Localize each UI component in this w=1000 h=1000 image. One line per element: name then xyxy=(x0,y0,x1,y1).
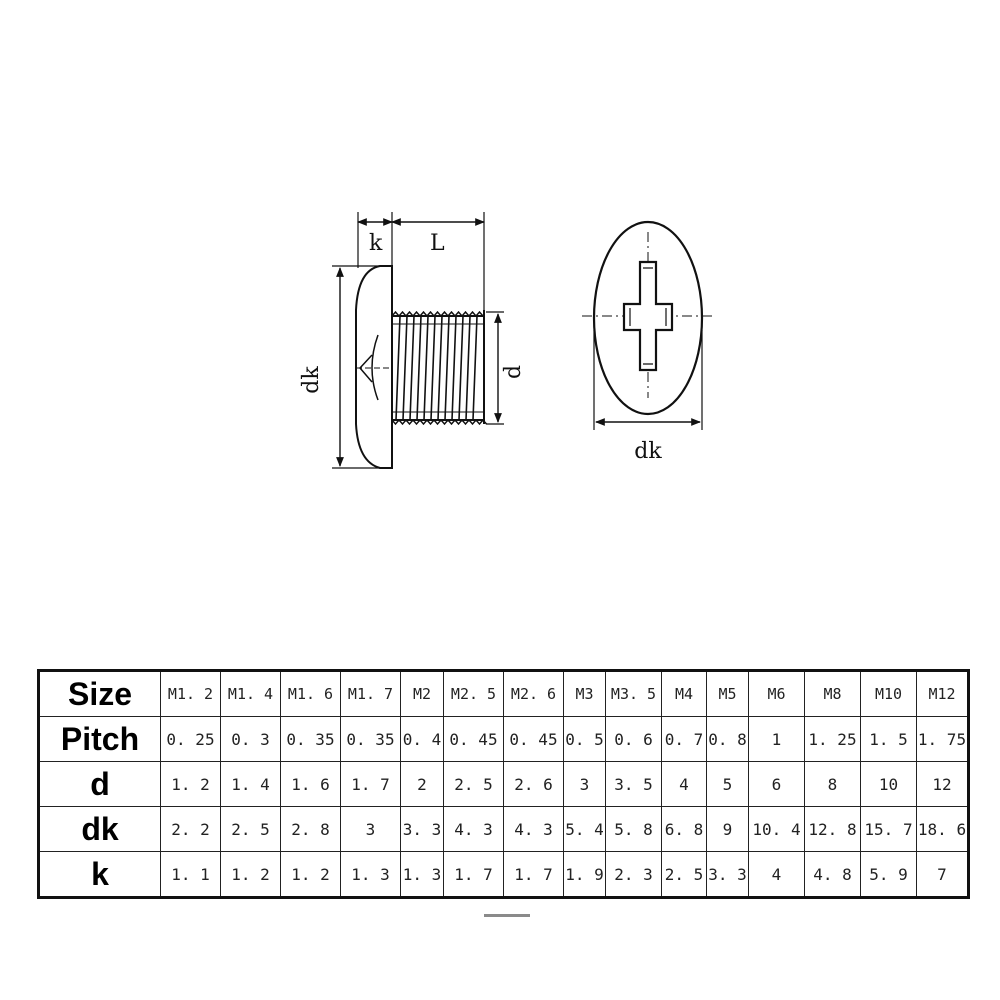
table-cell-dk: 2. 2 xyxy=(160,806,221,852)
table-cell-size: M3. 5 xyxy=(605,670,662,717)
table-cell-k: 1. 3 xyxy=(400,851,444,898)
table-cell-pitch: 0. 35 xyxy=(340,716,401,762)
row-header-k: k xyxy=(38,851,161,898)
table-cell-dk: 3. 3 xyxy=(400,806,444,852)
table-cell-k: 1. 1 xyxy=(160,851,221,898)
table-cell-dk: 2. 8 xyxy=(280,806,341,852)
table-cell-pitch: 0. 8 xyxy=(706,716,749,762)
table-cell-d: 5 xyxy=(706,761,749,807)
screw-head-outline xyxy=(355,265,393,469)
table-cell-size: M1. 7 xyxy=(340,670,401,717)
table-cell-dk: 12. 8 xyxy=(804,806,861,852)
table-cell-size: M12 xyxy=(916,670,969,717)
table-cell-size: M2. 5 xyxy=(443,670,504,717)
table-cell-pitch: 1. 5 xyxy=(860,716,917,762)
row-header-size: Size xyxy=(38,670,161,717)
table-cell-size: M8 xyxy=(804,670,861,717)
table-cell-d: 1. 4 xyxy=(220,761,281,807)
label-L: L xyxy=(430,231,445,256)
table-cell-size: M1. 4 xyxy=(220,670,281,717)
table-cell-pitch: 0. 45 xyxy=(443,716,504,762)
table-cell-dk: 5. 8 xyxy=(605,806,662,852)
screw-diagram: k L dk d dk xyxy=(299,212,712,469)
table-cell-pitch: 0. 7 xyxy=(661,716,707,762)
table-cell-d: 10 xyxy=(860,761,917,807)
table-cell-d: 3. 5 xyxy=(605,761,662,807)
table-cell-size: M1. 6 xyxy=(280,670,341,717)
table-cell-dk: 4. 3 xyxy=(443,806,504,852)
table-cell-dk: 3 xyxy=(340,806,401,852)
table-cell-size: M4 xyxy=(661,670,707,717)
table-cell-k: 1. 7 xyxy=(443,851,504,898)
table-cell-k: 1. 2 xyxy=(280,851,341,898)
table-cell-size: M2 xyxy=(400,670,444,717)
table-cell-d: 2 xyxy=(400,761,444,807)
table-cell-k: 1. 2 xyxy=(220,851,281,898)
table-cell-pitch: 1. 75 xyxy=(916,716,969,762)
thread-lines xyxy=(395,315,478,421)
table-cell-d: 3 xyxy=(563,761,606,807)
row-header-dk: dk xyxy=(38,806,161,852)
divider-mark xyxy=(484,914,530,917)
table-cell-d: 2. 5 xyxy=(443,761,504,807)
table-cell-size: M3 xyxy=(563,670,606,717)
table-cell-d: 4 xyxy=(661,761,707,807)
table-cell-k: 7 xyxy=(916,851,969,898)
label-k: k xyxy=(369,231,383,256)
table-cell-d: 8 xyxy=(804,761,861,807)
table-cell-size: M1. 2 xyxy=(160,670,221,717)
row-header-pitch: Pitch xyxy=(38,716,161,762)
table-cell-dk: 2. 5 xyxy=(220,806,281,852)
table-cell-d: 1. 6 xyxy=(280,761,341,807)
side-view xyxy=(332,212,504,469)
table-cell-dk: 15. 7 xyxy=(860,806,917,852)
table-cell-pitch: 0. 35 xyxy=(280,716,341,762)
table-cell-d: 6 xyxy=(748,761,805,807)
table-cell-dk: 6. 8 xyxy=(661,806,707,852)
table-cell-dk: 4. 3 xyxy=(503,806,564,852)
table-cell-d: 2. 6 xyxy=(503,761,564,807)
table-cell-pitch: 1 xyxy=(748,716,805,762)
table-cell-size: M6 xyxy=(748,670,805,717)
top-view xyxy=(582,220,712,430)
table-cell-k: 4 xyxy=(748,851,805,898)
table-cell-d: 12 xyxy=(916,761,969,807)
label-dk-top: dk xyxy=(634,439,662,464)
table-cell-dk: 10. 4 xyxy=(748,806,805,852)
table-cell-pitch: 0. 4 xyxy=(400,716,444,762)
table-cell-size: M10 xyxy=(860,670,917,717)
table-cell-k: 1. 9 xyxy=(563,851,606,898)
table-cell-pitch: 0. 25 xyxy=(160,716,221,762)
label-d: d xyxy=(501,365,526,379)
table-cell-dk: 9 xyxy=(706,806,749,852)
table-cell-pitch: 0. 5 xyxy=(563,716,606,762)
table-cell-size: M2. 6 xyxy=(503,670,564,717)
table-cell-pitch: 0. 3 xyxy=(220,716,281,762)
table-cell-pitch: 0. 6 xyxy=(605,716,662,762)
table-cell-k: 2. 3 xyxy=(605,851,662,898)
table-cell-d: 1. 2 xyxy=(160,761,221,807)
table-cell-k: 2. 5 xyxy=(661,851,707,898)
row-header-d: d xyxy=(38,761,161,807)
table-cell-k: 3. 3 xyxy=(706,851,749,898)
table-cell-dk: 5. 4 xyxy=(563,806,606,852)
label-dk-side: dk xyxy=(299,366,324,394)
table-cell-k: 1. 7 xyxy=(503,851,564,898)
table-cell-k: 1. 3 xyxy=(340,851,401,898)
table-cell-pitch: 0. 45 xyxy=(503,716,564,762)
table-cell-k: 4. 8 xyxy=(804,851,861,898)
table-cell-dk: 18. 6 xyxy=(916,806,969,852)
table-cell-pitch: 1. 25 xyxy=(804,716,861,762)
table-cell-d: 1. 7 xyxy=(340,761,401,807)
table-cell-k: 5. 9 xyxy=(860,851,917,898)
phillips-cross xyxy=(622,260,674,372)
table-cell-size: M5 xyxy=(706,670,749,717)
